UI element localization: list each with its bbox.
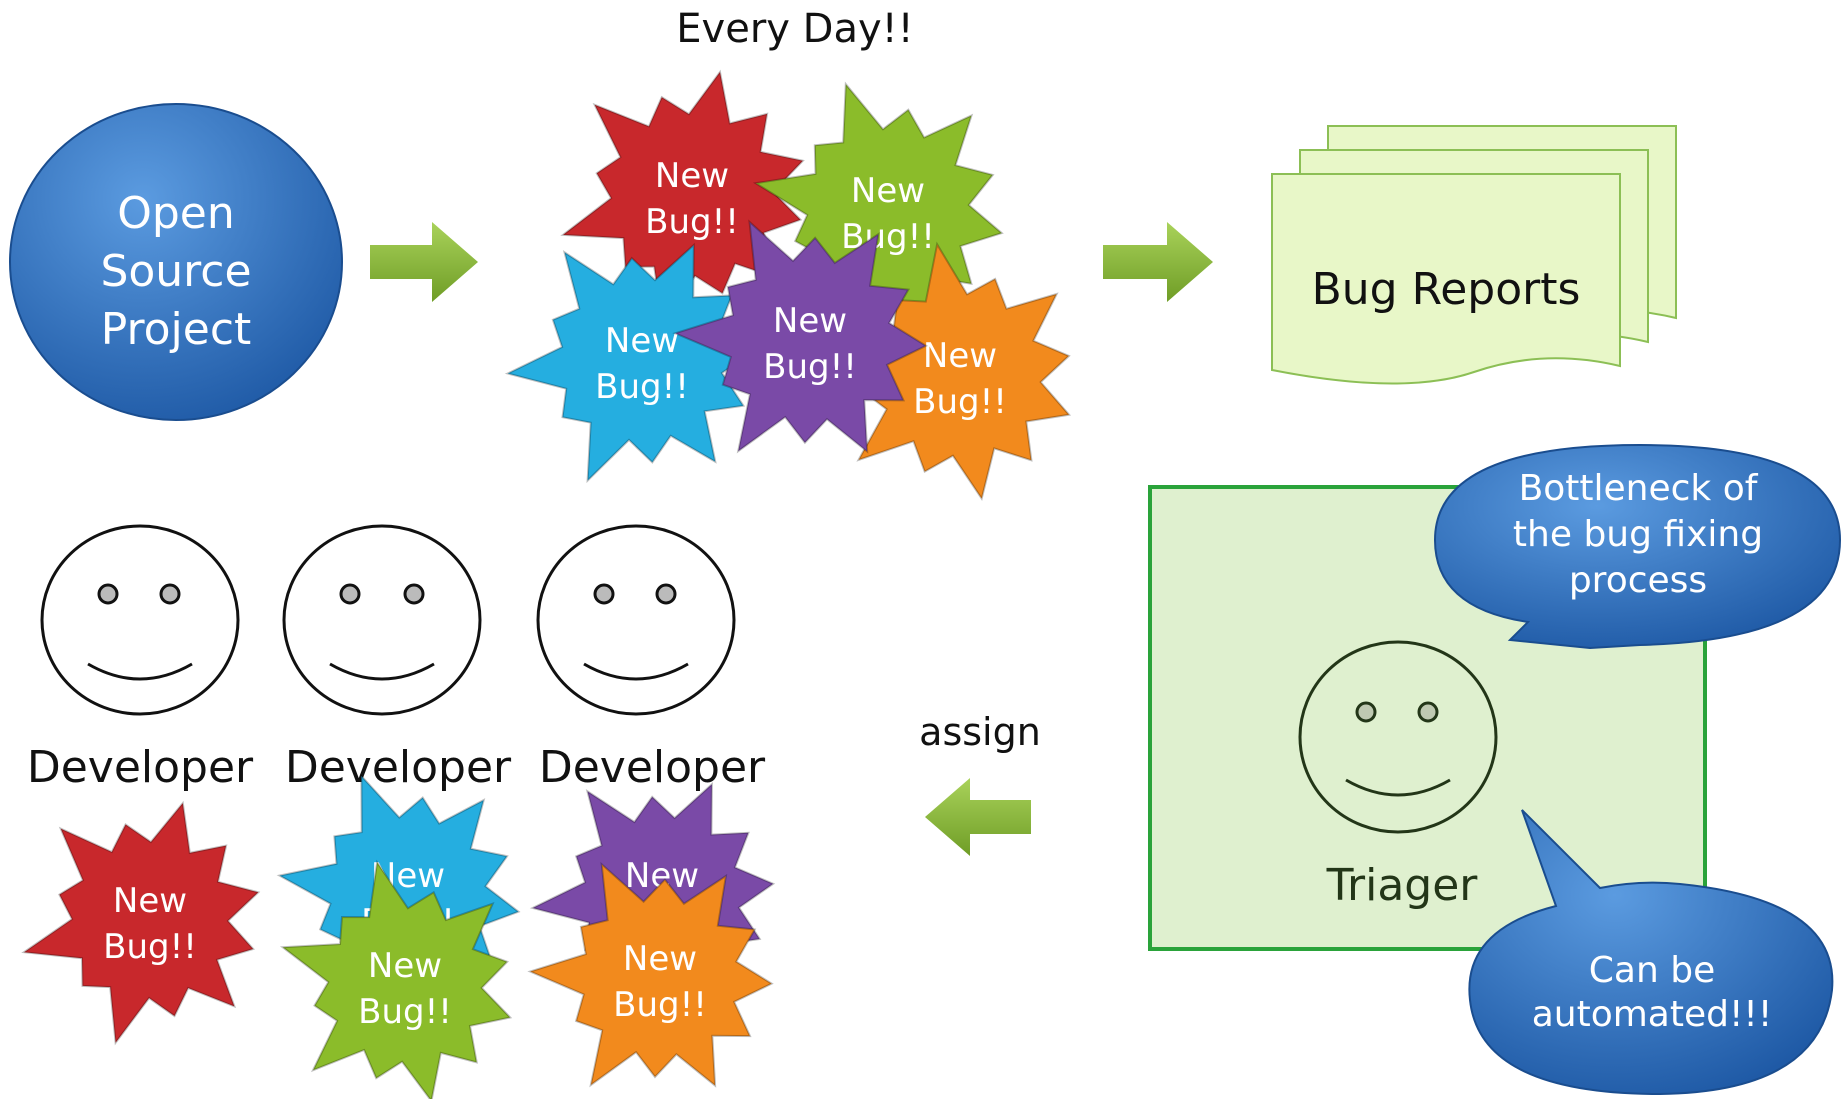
new-bug-label-bug: Bug!! xyxy=(613,985,707,1025)
new-bug-burst-shape xyxy=(279,859,513,1099)
new-bug-burst-shape xyxy=(527,861,774,1088)
new-bug-burst-shape xyxy=(21,800,261,1046)
title: Every Day!! xyxy=(676,6,913,52)
project-line-1: Open xyxy=(117,188,235,239)
developer-label-1: Developer xyxy=(27,742,254,793)
arrow-right-1 xyxy=(370,222,478,302)
new-bug-burst-shape xyxy=(672,219,929,454)
new-bug-label-bug: Bug!! xyxy=(645,202,739,242)
new-bug-label-bug: Bug!! xyxy=(103,927,197,967)
arrow-right-2 xyxy=(1103,222,1213,302)
new-bug-label-new: New xyxy=(368,946,442,986)
new-bug-burst-shape xyxy=(504,242,760,484)
developer-1: Developer xyxy=(27,524,254,793)
new-bug-label-new: New xyxy=(113,881,187,921)
arrow-left-assign xyxy=(925,778,1031,856)
new-bug-label-new: New xyxy=(655,156,729,196)
assign-label: assign xyxy=(919,710,1041,754)
triager-label: Triager xyxy=(1326,860,1479,911)
new-bug-label-bug: Bug!! xyxy=(763,347,857,387)
automated-line-1: Can be xyxy=(1589,950,1715,991)
bug-reports-stack: Bug Reports xyxy=(1271,125,1677,385)
developer-2: Developer xyxy=(282,524,512,793)
new-bug-label-new: New xyxy=(605,321,679,361)
developer-label-3: Developer xyxy=(539,742,766,793)
new-bug-label-bug: Bug!! xyxy=(595,367,689,407)
new-bug-label-bug: Bug!! xyxy=(913,382,1007,422)
automated-line-2: automated!!! xyxy=(1532,994,1773,1035)
new-bug-label-new: New xyxy=(623,939,697,979)
new-bug-label-new: New xyxy=(851,171,925,211)
bottleneck-line-3: process xyxy=(1569,560,1707,601)
new-bug-label-new: New xyxy=(923,336,997,376)
project-line-3: Project xyxy=(101,304,252,355)
developer-label-2: Developer xyxy=(285,742,512,793)
open-source-project: Open Source Project xyxy=(9,103,343,421)
developer-3: Developer xyxy=(536,524,766,793)
new-bug-label-new: New xyxy=(773,301,847,341)
new-bug-label-bug: Bug!! xyxy=(358,992,452,1032)
bug-reports-label: Bug Reports xyxy=(1312,264,1581,315)
bottleneck-bubble: Bottleneck of the bug fixing process xyxy=(1433,443,1841,650)
triager-face xyxy=(1298,640,1498,834)
bottleneck-line-2: the bug fixing xyxy=(1513,514,1763,555)
bottleneck-line-1: Bottleneck of xyxy=(1519,468,1759,509)
automated-bubble: Can be automated!!! xyxy=(1468,809,1834,1096)
project-line-2: Source xyxy=(100,246,251,297)
